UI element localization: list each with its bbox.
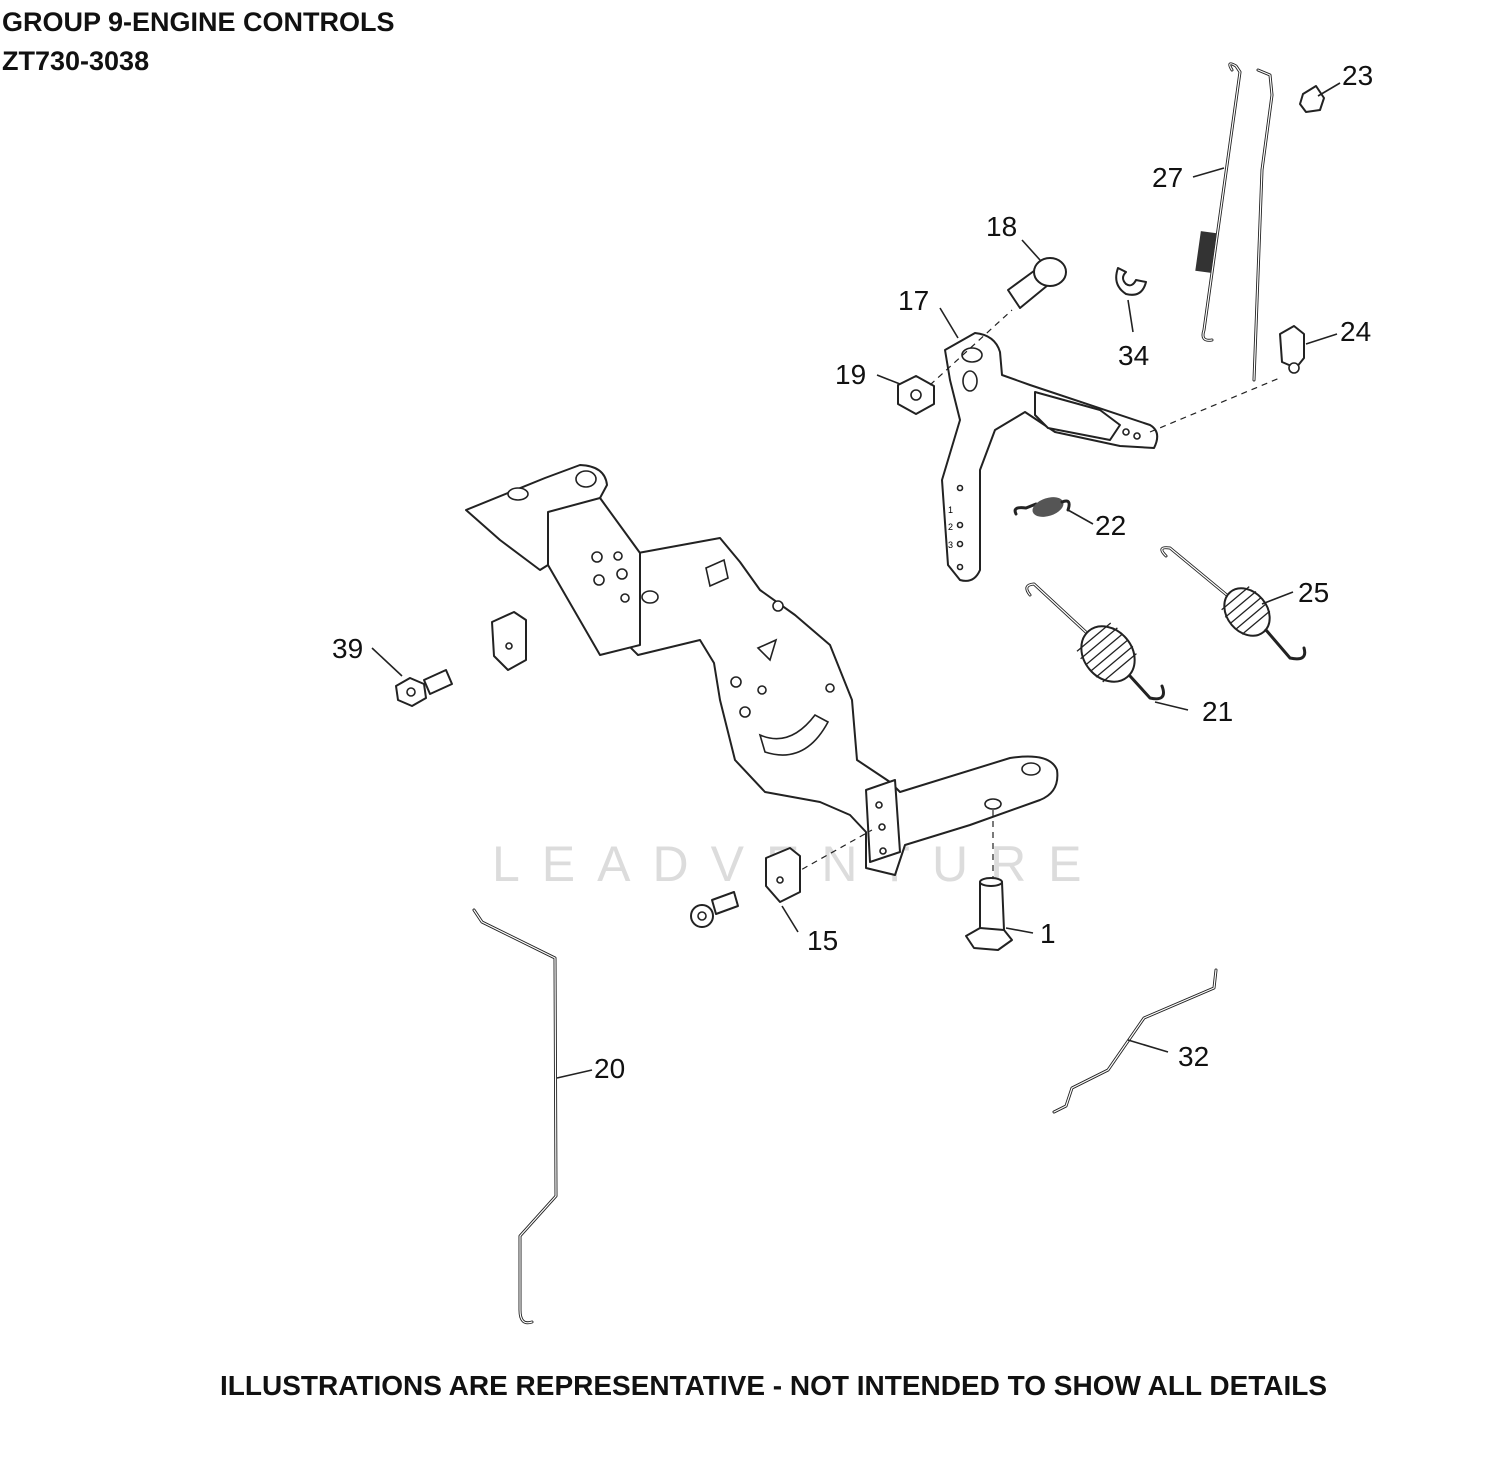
choke-link-rod <box>1052 968 1218 1114</box>
clip-screw <box>690 891 739 928</box>
callout-15: 15 <box>807 925 838 956</box>
callout-19: 19 <box>835 359 866 390</box>
callout-20: 20 <box>594 1053 625 1084</box>
callout-23: 23 <box>1342 60 1373 91</box>
callout-34: 34 <box>1118 340 1149 371</box>
callout-17: 17 <box>898 285 929 316</box>
callout-21: 21 <box>1202 696 1233 727</box>
pivot-pin <box>1007 257 1067 309</box>
lever-mark-3: 3 <box>948 540 953 550</box>
alignment-line <box>1149 376 1283 433</box>
lever-mark-2: 2 <box>948 522 953 532</box>
throttle-rod <box>472 908 558 1325</box>
small-extension-spring <box>1013 497 1071 517</box>
shoulder-bolt <box>965 877 1013 951</box>
cable-clamp <box>1299 85 1325 113</box>
callout-32: 32 <box>1178 1041 1209 1072</box>
callout-39: 39 <box>332 633 363 664</box>
choke-rod <box>1252 68 1274 382</box>
diagram-title: GROUP 9-ENGINE CONTROLS <box>2 7 395 37</box>
callout-27: 27 <box>1152 162 1183 193</box>
callout-18: 18 <box>986 211 1017 242</box>
cable-clip-upper <box>491 611 527 671</box>
throttle-spring <box>1025 582 1165 701</box>
cable-clip <box>765 847 801 903</box>
callout-22: 22 <box>1095 510 1126 541</box>
extension-spring <box>1160 546 1307 661</box>
model-number: ZT730-3038 <box>2 46 150 76</box>
governor-spring-rod <box>1195 62 1242 342</box>
swivel <box>1279 325 1305 374</box>
callout-1: 1 <box>1040 918 1056 949</box>
callout-24: 24 <box>1340 316 1371 347</box>
throttle-lever: 1 2 3 <box>941 332 1159 582</box>
alignment-line <box>929 309 1013 386</box>
callout-25: 25 <box>1298 577 1329 608</box>
hex-bolt <box>395 669 453 707</box>
disclaimer-footer: ILLUSTRATIONS ARE REPRESENTATIVE - NOT I… <box>220 1370 1328 1401</box>
e-clip <box>1115 267 1147 296</box>
lever-mark-1: 1 <box>948 505 953 515</box>
lever-nut <box>897 375 935 415</box>
control-bracket <box>465 464 1059 876</box>
